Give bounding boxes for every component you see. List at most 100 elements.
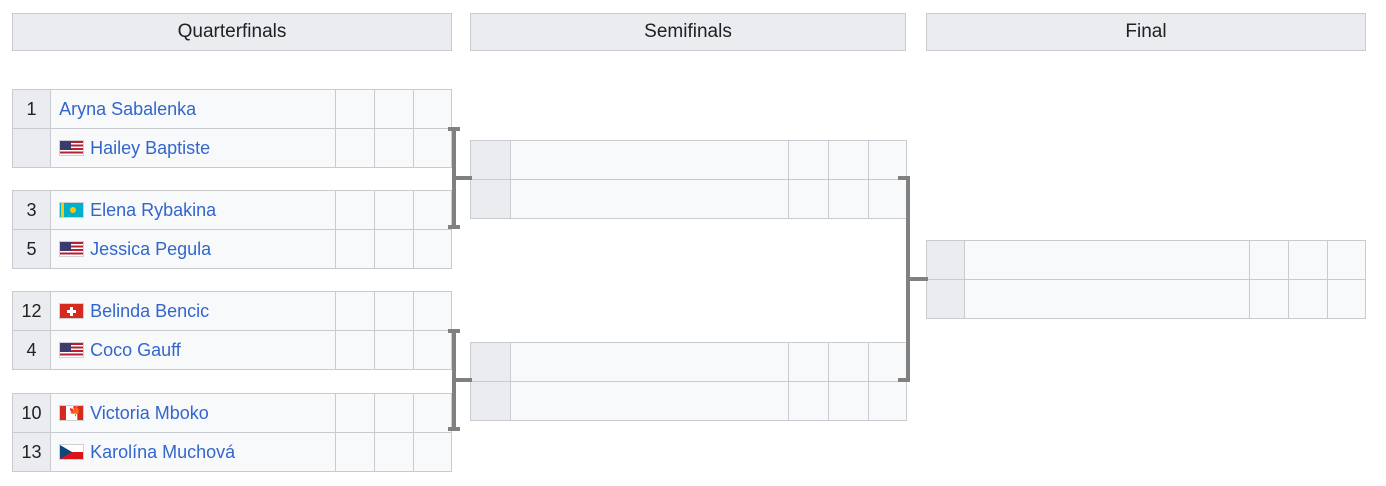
seed-cell: 4 bbox=[11, 330, 52, 370]
table-row: Hailey Baptiste bbox=[11, 128, 453, 168]
seed-cell: 13 bbox=[11, 432, 52, 472]
score-cell-set3 bbox=[868, 179, 907, 219]
score-cell-set1 bbox=[334, 89, 375, 129]
match-semifinal-2 bbox=[470, 342, 907, 421]
score-cell-set2 bbox=[1287, 279, 1328, 319]
table-row: 12 Belinda Bencic bbox=[11, 291, 453, 331]
score-cell-set1 bbox=[334, 190, 375, 230]
player-cell[interactable]: Hailey Baptiste bbox=[50, 128, 336, 168]
score-cell-set3 bbox=[868, 381, 907, 421]
table-row bbox=[925, 279, 1367, 319]
flag-united-states-icon bbox=[59, 241, 85, 258]
score-cell-set2 bbox=[373, 432, 414, 472]
player-name[interactable]: Aryna Sabalenka bbox=[59, 98, 197, 119]
player-cell[interactable]: Aryna Sabalenka bbox=[50, 89, 336, 129]
score-cell-set1 bbox=[788, 342, 829, 382]
score-cell-set2 bbox=[828, 342, 869, 382]
flag-kazakhstan-icon bbox=[59, 202, 85, 219]
score-cell-set3 bbox=[412, 330, 453, 370]
player-cell[interactable]: Karolína Muchová bbox=[50, 432, 336, 472]
score-cell-set1 bbox=[334, 393, 375, 433]
score-cell-set3 bbox=[412, 128, 453, 168]
seed-cell: 12 bbox=[11, 291, 52, 331]
player-name[interactable]: Karolína Muchová bbox=[90, 441, 236, 462]
player-cell[interactable]: Victoria Mboko bbox=[50, 393, 336, 433]
match-quarterfinal-4: 10 Victoria Mboko 13 Karolína Muchová bbox=[11, 393, 453, 472]
player-cell[interactable]: Coco Gauff bbox=[50, 330, 336, 370]
match-quarterfinal-3: 12 Belinda Bencic 4 Coco Gauff bbox=[11, 291, 453, 370]
player-name[interactable]: Elena Rybakina bbox=[90, 199, 217, 220]
match-quarterfinal-1: 1 Aryna Sabalenka Hailey Baptiste bbox=[11, 89, 453, 168]
seed-cell: 3 bbox=[11, 190, 52, 230]
player-name[interactable]: Coco Gauff bbox=[90, 339, 181, 360]
seed-cell bbox=[925, 240, 966, 280]
score-cell-set2 bbox=[373, 128, 414, 168]
score-cell-set3 bbox=[412, 229, 453, 269]
match-semifinal-1 bbox=[470, 140, 907, 219]
match-final bbox=[925, 240, 1367, 319]
table-row bbox=[925, 240, 1367, 280]
score-cell-set2 bbox=[373, 89, 414, 129]
round-header-final: Final bbox=[926, 13, 1366, 51]
seed-cell: 1 bbox=[11, 89, 52, 129]
score-cell-set2 bbox=[373, 190, 414, 230]
player-cell[interactable]: Jessica Pegula bbox=[50, 229, 336, 269]
table-row: 13 Karolína Muchová bbox=[11, 432, 453, 472]
flag-united-states-icon bbox=[59, 140, 85, 157]
seed-cell bbox=[11, 128, 52, 168]
score-cell-set1 bbox=[788, 381, 829, 421]
seed-cell bbox=[925, 279, 966, 319]
seed-cell bbox=[470, 140, 511, 180]
score-cell-set2 bbox=[373, 330, 414, 370]
score-cell-set2 bbox=[373, 291, 414, 331]
score-cell-set1 bbox=[334, 291, 375, 331]
player-cell[interactable]: Belinda Bencic bbox=[50, 291, 336, 331]
score-cell-set3 bbox=[412, 393, 453, 433]
score-cell-set2 bbox=[828, 381, 869, 421]
player-cell[interactable] bbox=[510, 342, 789, 382]
score-cell-set1 bbox=[1248, 279, 1289, 319]
player-cell[interactable] bbox=[964, 240, 1250, 280]
score-cell-set3 bbox=[868, 140, 907, 180]
score-cell-set3 bbox=[412, 291, 453, 331]
score-cell-set1 bbox=[788, 179, 829, 219]
player-name[interactable]: Jessica Pegula bbox=[90, 238, 212, 259]
score-cell-set2 bbox=[828, 179, 869, 219]
score-cell-set1 bbox=[1248, 240, 1289, 280]
score-cell-set3 bbox=[1326, 279, 1367, 319]
player-cell[interactable] bbox=[510, 140, 789, 180]
player-cell[interactable] bbox=[510, 179, 789, 219]
player-name[interactable]: Belinda Bencic bbox=[90, 300, 210, 321]
round-header-quarterfinals: Quarterfinals bbox=[12, 13, 452, 51]
bracket-connector-qf4-stub bbox=[448, 427, 460, 431]
score-cell-set3 bbox=[412, 89, 453, 129]
score-cell-set1 bbox=[334, 128, 375, 168]
round-header-semifinals: Semifinals bbox=[470, 13, 906, 51]
player-cell[interactable] bbox=[964, 279, 1250, 319]
table-row bbox=[470, 179, 907, 219]
bracket-connector-sf1-stub bbox=[898, 176, 910, 180]
score-cell-set2 bbox=[828, 140, 869, 180]
score-cell-set3 bbox=[412, 432, 453, 472]
table-row: 10 Victoria Mboko bbox=[11, 393, 453, 433]
flag-switzerland-icon bbox=[59, 303, 85, 320]
bracket-connector-qf3-stub bbox=[448, 329, 460, 333]
table-row bbox=[470, 381, 907, 421]
score-cell-set3 bbox=[1326, 240, 1367, 280]
bracket-connector-qf2-stub bbox=[448, 225, 460, 229]
score-cell-set2 bbox=[373, 229, 414, 269]
score-cell-set1 bbox=[334, 229, 375, 269]
seed-cell: 10 bbox=[11, 393, 52, 433]
score-cell-set1 bbox=[788, 140, 829, 180]
player-name[interactable]: Hailey Baptiste bbox=[90, 137, 211, 158]
score-cell-set1 bbox=[334, 432, 375, 472]
score-cell-set3 bbox=[868, 342, 907, 382]
player-cell[interactable] bbox=[510, 381, 789, 421]
match-quarterfinal-2: 3 Elena Rybakina 5 Jessica Pegula bbox=[11, 190, 453, 269]
bracket-connector-sf2-inlet bbox=[452, 378, 472, 382]
table-row bbox=[470, 140, 907, 180]
table-row: 1 Aryna Sabalenka bbox=[11, 89, 453, 129]
bracket-connector-final-inlet bbox=[906, 277, 928, 281]
player-cell[interactable]: Elena Rybakina bbox=[50, 190, 336, 230]
player-name[interactable]: Victoria Mboko bbox=[90, 402, 209, 423]
